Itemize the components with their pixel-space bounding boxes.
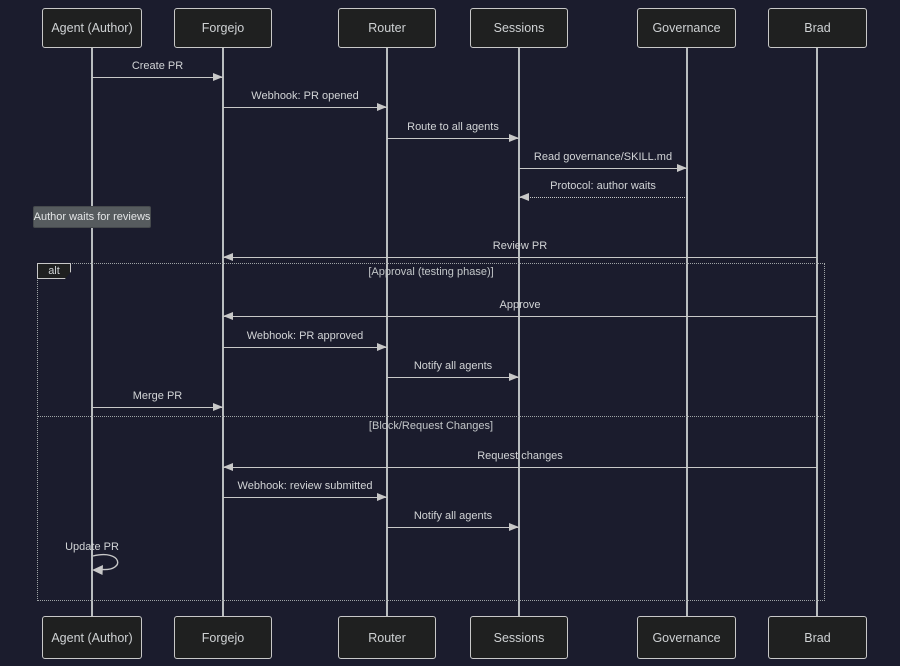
message-notify-all-agents-1: Notify all agents: [387, 358, 519, 381]
actor-bottom-brad: Brad: [768, 616, 867, 659]
arrowhead-right-icon: [509, 372, 519, 381]
lifeline-forgejo: [222, 48, 224, 616]
actor-bottom-agent-author: Agent (Author): [42, 616, 142, 659]
lifeline-agent-author: [91, 48, 93, 616]
alt-frame-tag: alt: [37, 263, 71, 279]
arrowhead-left-icon: [223, 311, 233, 320]
message-webhook-pr-approved: Webhook: PR approved: [223, 328, 387, 351]
arrowhead-right-icon: [213, 72, 223, 81]
actor-bottom-forgejo: Forgejo: [174, 616, 272, 659]
lifeline-router: [386, 48, 388, 616]
alt-frame-divider: [37, 416, 825, 417]
message-route-to-all-agents: Route to all agents: [387, 119, 519, 142]
message-update-pr: Update PR: [65, 541, 119, 553]
lifeline-sessions: [518, 48, 520, 616]
actor-bottom-governance: Governance: [637, 616, 736, 659]
arrowhead-right-icon: [377, 342, 387, 351]
message-request-changes: Request changes: [223, 448, 817, 471]
arrowhead-right-icon: [213, 402, 223, 411]
actor-bottom-sessions: Sessions: [470, 616, 568, 659]
actor-top-agent-author: Agent (Author): [42, 8, 142, 48]
arrowhead-left-icon: [223, 462, 233, 471]
message-review-pr: Review PR: [223, 238, 817, 261]
note-author-waits: Author waits for reviews: [33, 206, 151, 228]
actor-top-sessions: Sessions: [470, 8, 568, 48]
message-approve: Approve: [223, 297, 817, 320]
arrowhead-right-icon: [377, 492, 387, 501]
alt-case-approval: [Approval (testing phase)]: [368, 266, 494, 278]
arrowhead-left-icon: [223, 252, 233, 261]
arrowhead-right-icon: [509, 133, 519, 142]
message-read-governance-skill: Read governance/SKILL.md: [519, 149, 687, 172]
message-merge-pr: Merge PR: [92, 388, 223, 411]
lifeline-brad: [816, 48, 818, 616]
message-webhook-pr-opened: Webhook: PR opened: [223, 88, 387, 111]
actor-bottom-router: Router: [338, 616, 436, 659]
arrowhead-right-icon: [377, 102, 387, 111]
arrowhead-right-icon: [677, 163, 687, 172]
actor-top-governance: Governance: [637, 8, 736, 48]
message-notify-all-agents-2: Notify all agents: [387, 508, 519, 531]
arrowhead-left-icon: [519, 192, 529, 201]
message-create-pr: Create PR: [92, 58, 223, 81]
self-loop-arrow-icon: [92, 553, 119, 575]
actor-top-brad: Brad: [768, 8, 867, 48]
actor-top-router: Router: [338, 8, 436, 48]
lifeline-governance: [686, 48, 688, 616]
message-protocol-author-waits: Protocol: author waits: [519, 178, 687, 201]
actor-top-forgejo: Forgejo: [174, 8, 272, 48]
arrowhead-right-icon: [509, 522, 519, 531]
alt-case-block: [Block/Request Changes]: [368, 420, 494, 432]
alt-frame: [37, 263, 825, 601]
message-webhook-review-submitted: Webhook: review submitted: [223, 478, 387, 501]
